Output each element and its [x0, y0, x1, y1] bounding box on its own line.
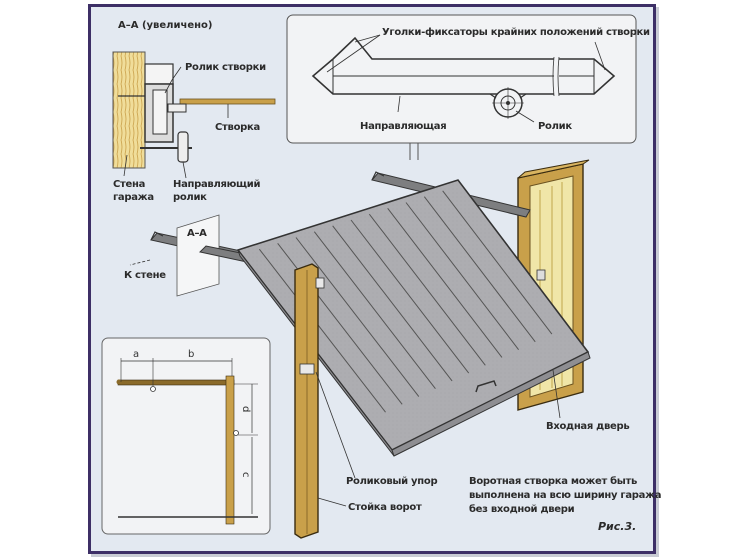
dim-c: c — [240, 472, 251, 478]
sash-bracket — [167, 103, 187, 113]
scheme-panel — [101, 337, 271, 535]
bracket-top — [144, 63, 174, 85]
leaf-groove — [332, 225, 453, 382]
figure-caption: Рис.3. — [598, 520, 636, 533]
leaf-groove — [350, 219, 470, 374]
label-garage-wall-2: гаража — [113, 192, 154, 203]
section-marker: А–А — [187, 228, 207, 239]
leaf-groove — [313, 231, 436, 390]
label-sash: Створка — [215, 122, 260, 133]
section-view-a-a: А–А (увеличено) Ролик створки Створка Ст… — [112, 20, 276, 203]
label-stop-corners: Уголки-фиксаторы крайних положений створ… — [382, 26, 650, 38]
sash-roller-body — [152, 89, 168, 135]
guide-detail-callout: Уголки-фиксаторы крайних положений створ… — [286, 14, 650, 160]
leaf-groove — [258, 248, 386, 413]
dim-a: a — [133, 349, 139, 360]
leaf-groove — [442, 190, 553, 335]
leaf-groove — [295, 237, 420, 397]
label-guide-rail: Направляющая — [360, 121, 446, 132]
note-line-2: выполнена на всю ширину гаража — [469, 490, 661, 501]
dim-d: d — [240, 406, 251, 412]
leaf-groove — [368, 213, 486, 366]
label-roller-stop: Роликовый упор — [346, 476, 437, 487]
to-wall-arrow — [129, 259, 151, 266]
garage-wall-section — [112, 51, 146, 169]
label-roller: Ролик — [538, 121, 572, 132]
leaf-groove — [423, 196, 536, 343]
roller-stop — [299, 363, 315, 375]
callout-panel — [286, 14, 637, 144]
sash-board — [179, 98, 276, 105]
note-line-3: без входной двери — [469, 503, 575, 515]
label-entrance-door: Входная дверь — [546, 421, 629, 432]
section-title: А–А (увеличено) — [118, 20, 213, 31]
scheme-rail — [117, 379, 235, 386]
label-sash-roller: Ролик створки — [185, 62, 266, 73]
note-line-1: Воротная створка может быть — [469, 475, 637, 487]
gate-handle — [475, 380, 497, 393]
main-isometric-view: А–А К стене Роликовый упор Стойка ворот … — [124, 159, 630, 539]
guide-rail-drawing — [311, 36, 616, 119]
scheme-post — [225, 375, 235, 525]
label-gate-post: Стойка ворот — [348, 502, 422, 513]
label-garage-wall-1: Стена — [113, 179, 145, 190]
gate-post — [294, 263, 325, 539]
label-guide-roller-2: ролик — [173, 192, 207, 203]
label-guide-roller-1: Направляющий — [173, 179, 260, 190]
section-plane-a-a — [176, 214, 220, 297]
dimension-scheme: a b d c — [101, 337, 271, 535]
dim-b: b — [188, 349, 194, 360]
leaf-groove — [387, 208, 503, 358]
leaf-groove — [405, 202, 519, 350]
label-to-wall: К стене — [124, 270, 166, 281]
guide-roller — [177, 131, 189, 163]
